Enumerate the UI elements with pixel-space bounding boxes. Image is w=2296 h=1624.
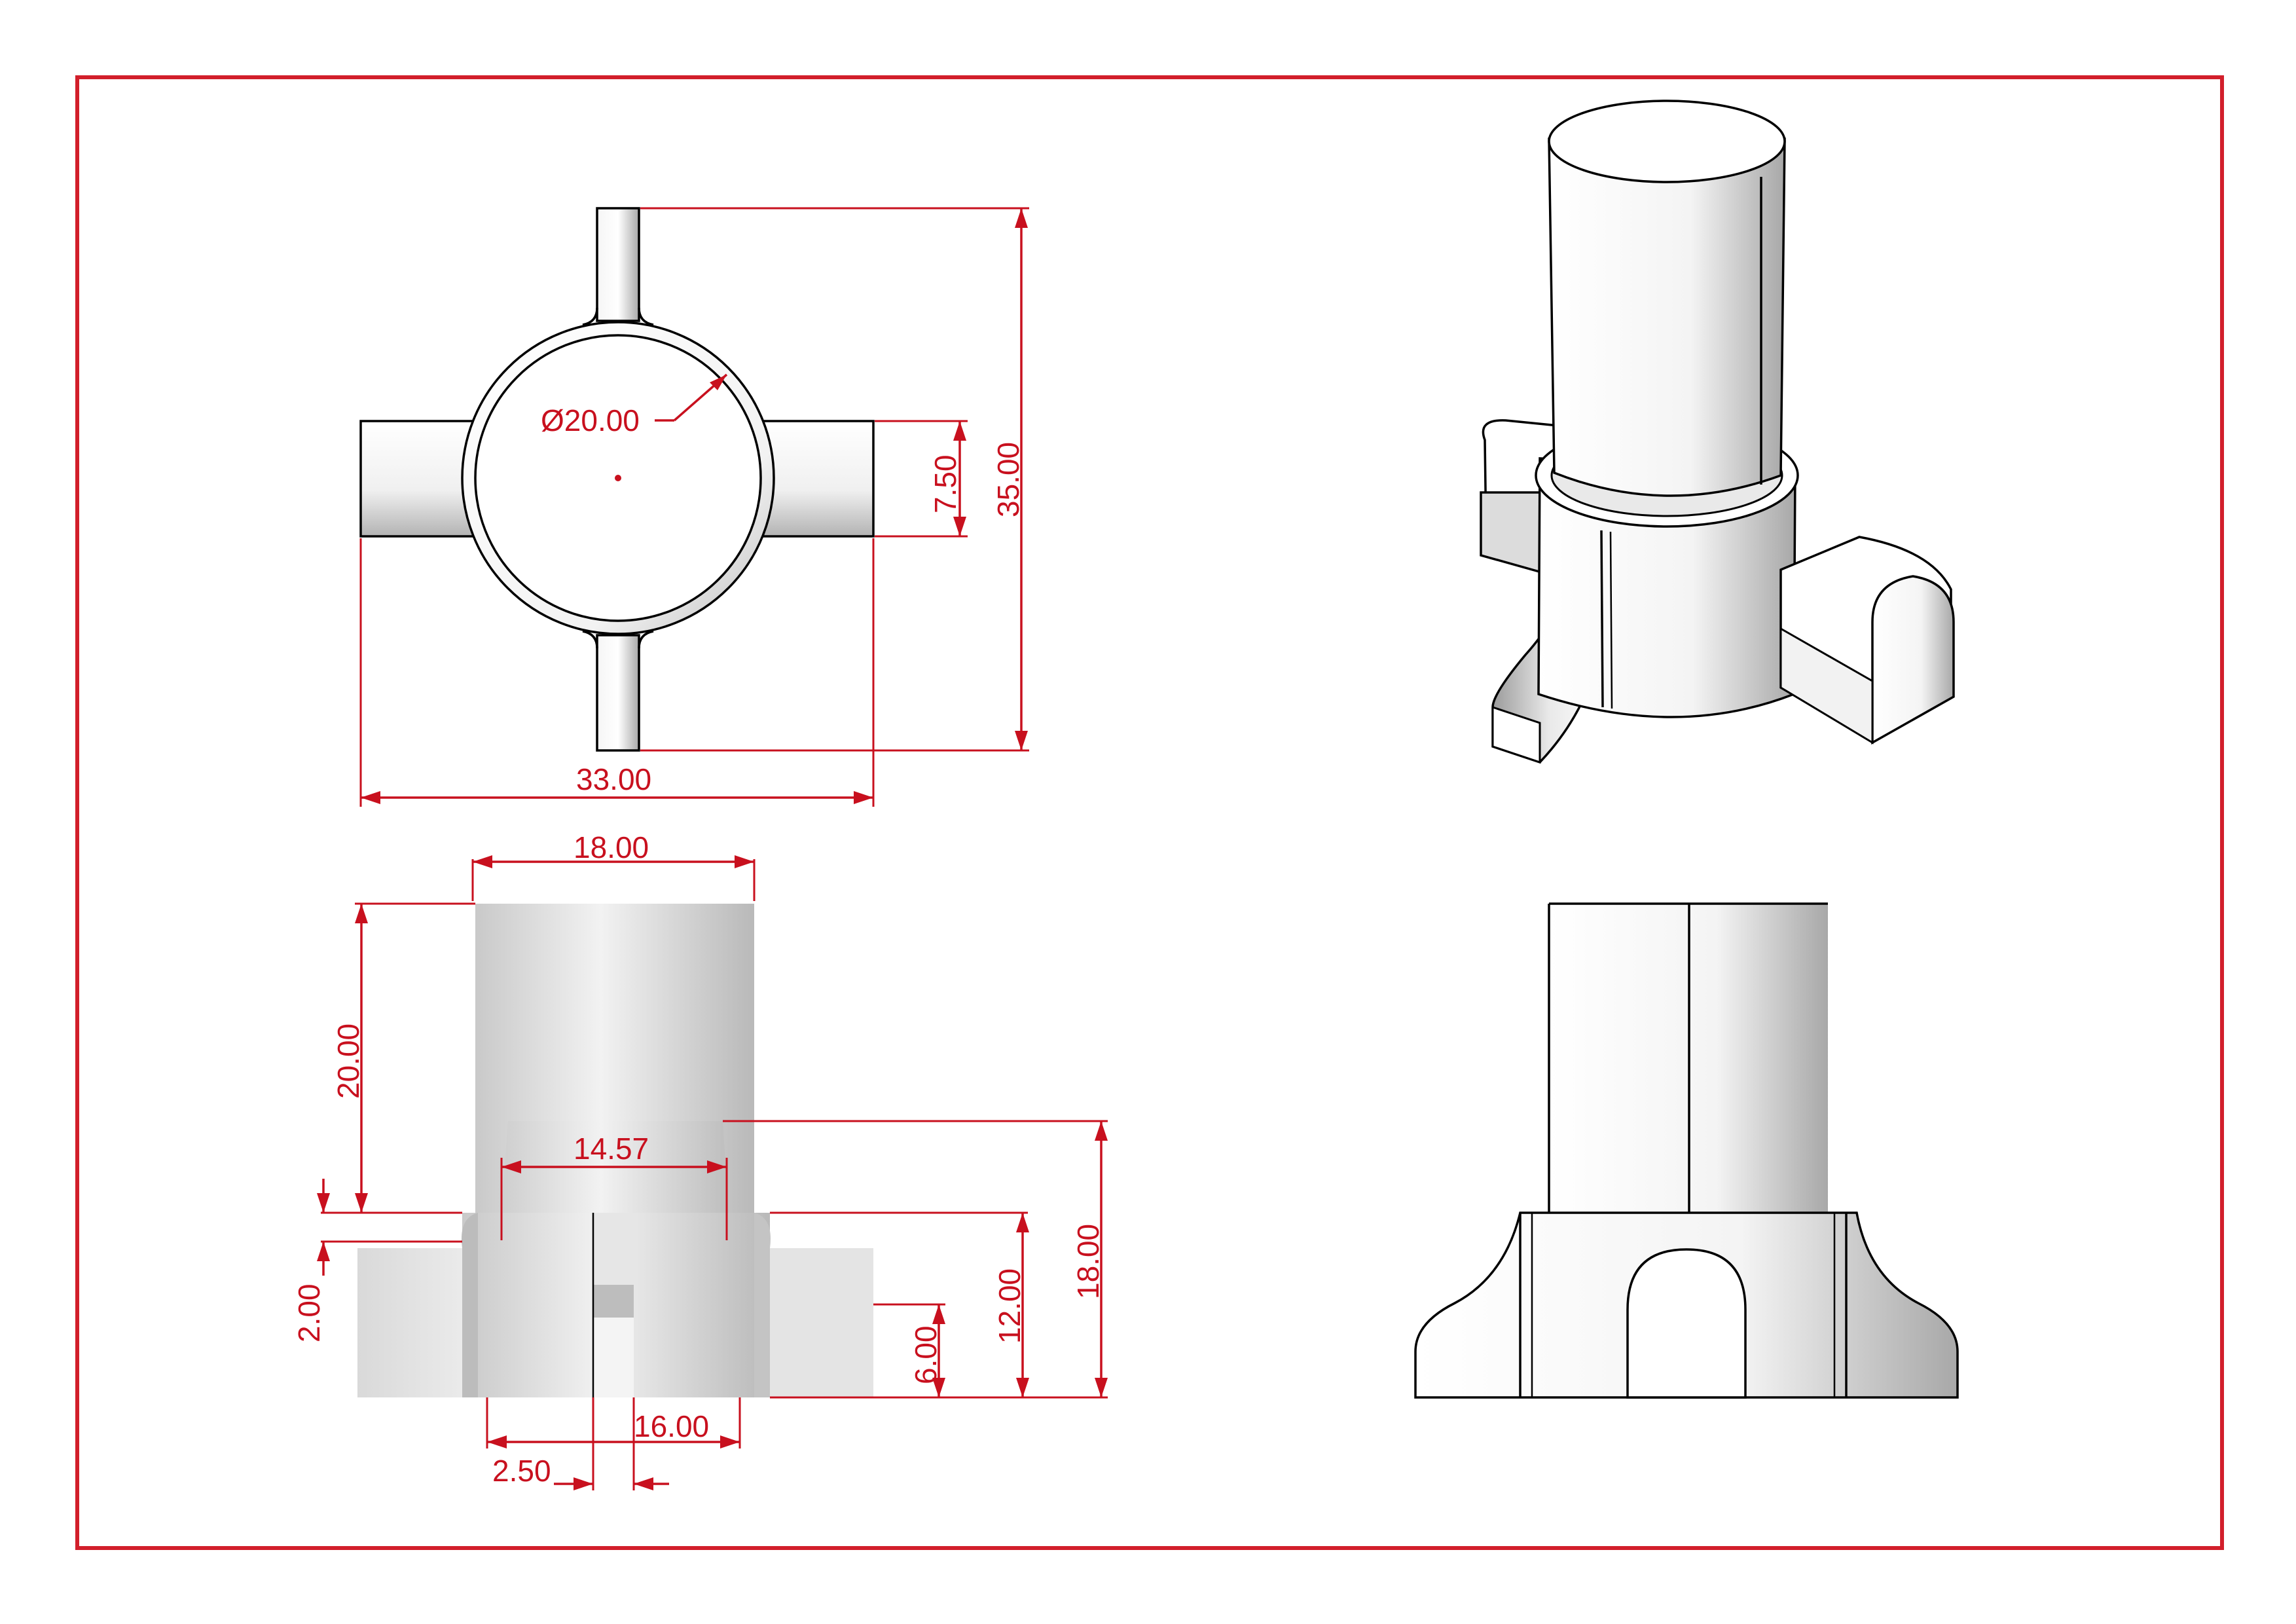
top-diameter-label: Ø20.00 <box>541 403 640 437</box>
front-step-label: 2.00 <box>292 1283 326 1342</box>
top-view: Ø20.00 35.00 7.50 33.00 <box>359 207 1029 807</box>
top-center-mark <box>615 475 621 481</box>
top-width-label: 33.00 <box>576 762 651 796</box>
front-inner-width-label: 14.57 <box>574 1132 649 1166</box>
isometric-view <box>1480 100 1955 764</box>
front-base-height-label: 12.00 <box>993 1268 1027 1344</box>
front-base-width-label: 16.00 <box>634 1409 709 1443</box>
sheet-border <box>75 75 2224 1550</box>
front-arm-height-label: 6.00 <box>909 1325 943 1384</box>
front-arm-right <box>759 1248 873 1397</box>
side-view <box>1414 902 1959 1399</box>
top-arm-south <box>596 634 640 752</box>
top-arm-east <box>759 420 875 538</box>
front-arm-left <box>357 1248 473 1397</box>
front-tube-height-label: 20.00 <box>331 1024 365 1099</box>
front-view: 18.00 14.57 20.00 2.00 18.00 <box>292 830 1108 1490</box>
top-fillet <box>582 307 654 649</box>
top-arm-width-label: 7.50 <box>928 454 962 513</box>
front-arm-fillet <box>462 1213 478 1397</box>
top-height-label: 35.00 <box>991 442 1025 517</box>
side-arch-opening <box>1626 1248 1747 1399</box>
top-arm-west <box>359 420 477 538</box>
top-arm-north <box>596 207 640 322</box>
front-top-width-label: 18.00 <box>574 830 649 864</box>
front-slot-width-label: 2.50 <box>492 1454 551 1488</box>
iso-tube-top <box>1548 100 1786 183</box>
iso-tube <box>1548 138 1786 497</box>
front-skirt-height-label: 18.00 <box>1071 1224 1105 1299</box>
